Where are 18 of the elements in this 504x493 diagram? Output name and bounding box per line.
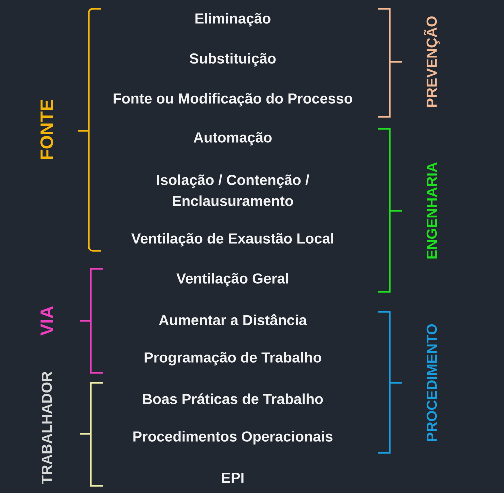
list-item: Fonte ou Modificação do Processo	[114, 93, 352, 107]
group-label: FONTE	[40, 100, 54, 160]
group-label: PREVENÇÃO	[424, 16, 440, 107]
list-item: Programação de Trabalho	[144, 352, 322, 366]
list-item: EPI	[222, 473, 244, 483]
list-item: Automação	[194, 132, 272, 146]
list-item: Substituição	[190, 53, 276, 67]
list-item: Boas Práticas de Trabalho	[143, 394, 324, 404]
group-label: VIA	[40, 306, 54, 336]
list-item: Procedimentos Operacionais	[134, 431, 333, 445]
group-label: TRABALHADOR	[42, 372, 52, 484]
group-label: ENGENHARIA	[426, 162, 438, 259]
list-item: Isolação / Contenção / Enclausuramento	[157, 174, 310, 206]
list-item: Aumentar a Distância	[159, 314, 308, 326]
list-item: Eliminação	[196, 13, 271, 27]
list-item: Ventilação Geral	[176, 273, 288, 287]
list-item: Ventilação de Exaustão Local	[132, 233, 334, 247]
group-label: PROCEDIMENTO	[426, 324, 438, 442]
